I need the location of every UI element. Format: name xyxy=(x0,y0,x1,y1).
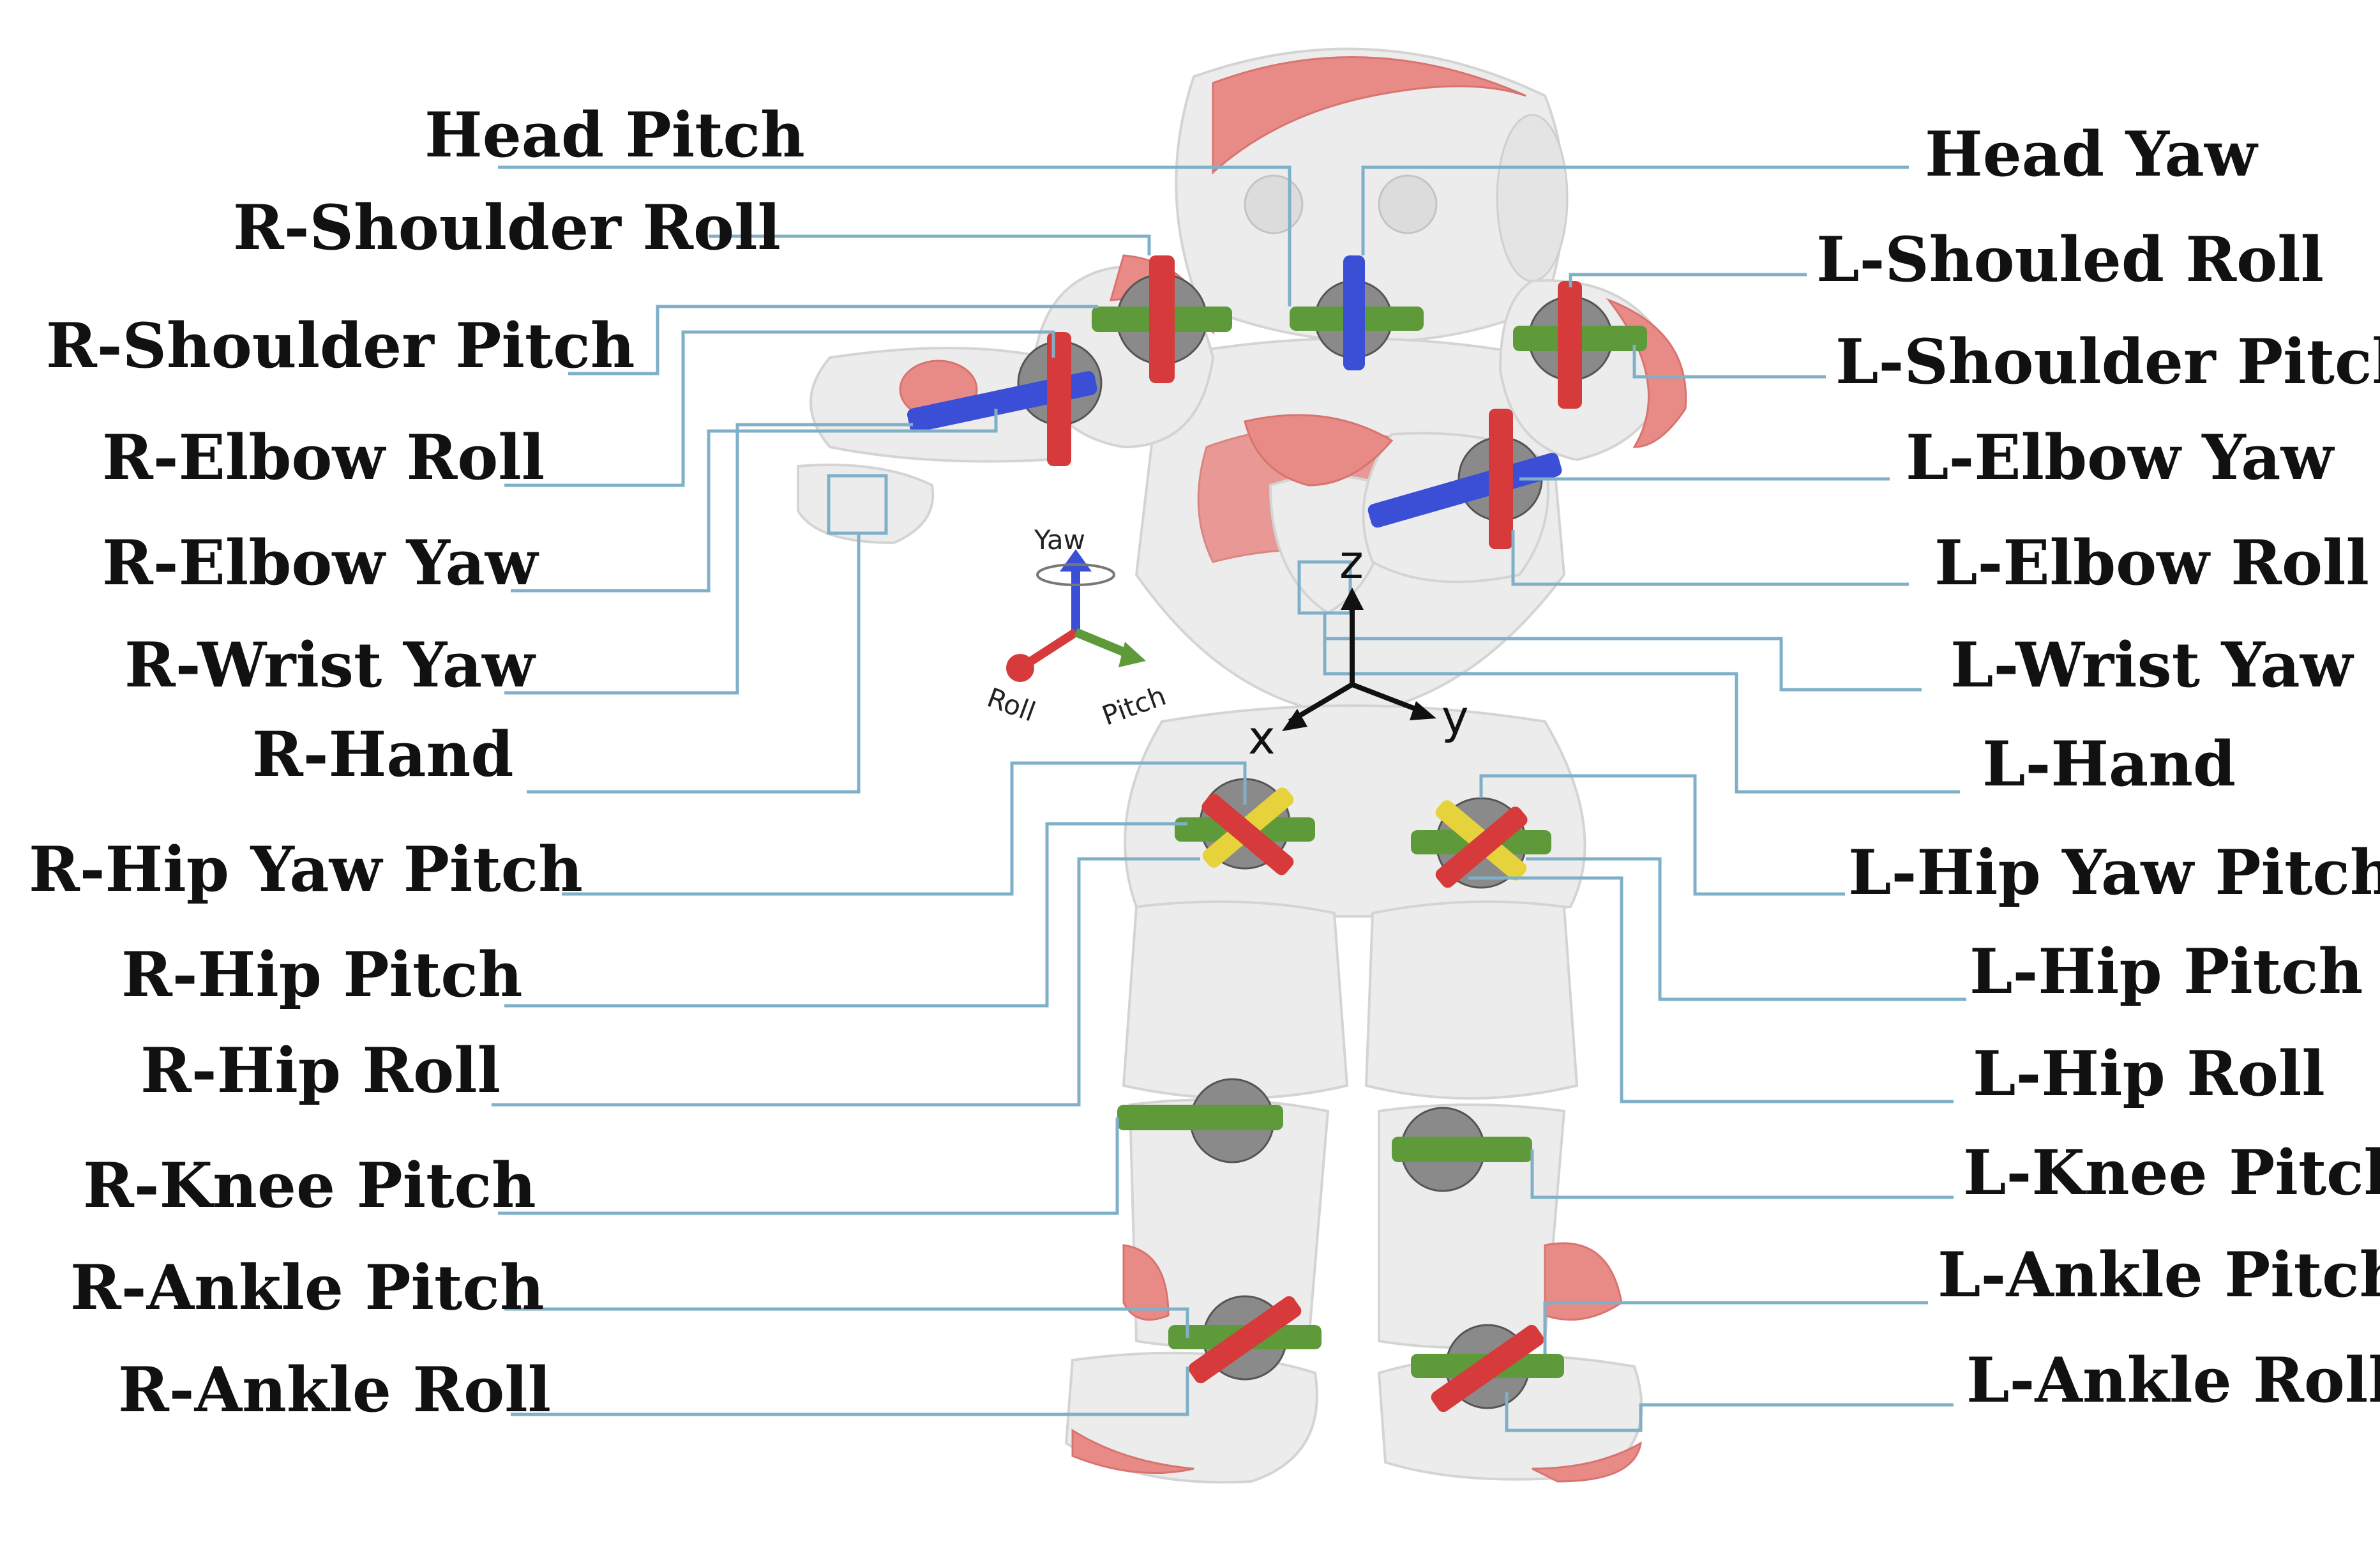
label-r-elbow-roll: R-Elbow Roll xyxy=(102,421,545,494)
label-l-shoulder-roll: L-Shouled Roll xyxy=(1816,223,2324,296)
label-head-yaw: Head Yaw xyxy=(1925,118,2259,190)
legend-yaw-label: Yaw xyxy=(1034,524,1085,556)
head-yaw-axis xyxy=(1343,255,1365,370)
l-hip-roll-axis xyxy=(1435,807,1528,888)
label-l-hip-roll: L-Hip Roll xyxy=(1973,1038,2325,1110)
l-elbow-yaw-axis xyxy=(1367,453,1562,528)
label-l-ankle-pitch: L-Ankle Pitch xyxy=(1938,1239,2380,1311)
label-l-knee-pitch: L-Knee Pitch xyxy=(1963,1137,2380,1209)
r-knee-pitch-axis xyxy=(1117,1105,1283,1130)
l-shoulder-roll-axis xyxy=(1558,281,1582,409)
r-shoulder-roll-axis xyxy=(1149,255,1175,383)
label-head-pitch: Head Pitch xyxy=(425,99,805,171)
right-joint-labels: Head Yaw L-Shouled Roll L-Shoulder Pitch… xyxy=(1816,118,2380,1416)
label-r-ankle-roll: R-Ankle Roll xyxy=(118,1354,551,1426)
label-r-shoulder-pitch: R-Shoulder Pitch xyxy=(46,310,635,382)
l-ankle-roll-axis xyxy=(1431,1324,1544,1413)
label-l-elbow-roll: L-Elbow Roll xyxy=(1934,527,2369,599)
label-l-ankle-roll: L-Ankle Roll xyxy=(1966,1344,2380,1416)
label-r-wrist-yaw: R-Wrist Yaw xyxy=(124,629,536,701)
frame-z-label: z xyxy=(1339,535,1364,589)
frame-x-label: x xyxy=(1248,711,1276,764)
r-elbow-roll-axis xyxy=(1047,332,1071,466)
coordinate-frame: z x y xyxy=(1248,535,1469,764)
label-r-hand: R-Hand xyxy=(252,718,513,791)
label-l-hand: L-Hand xyxy=(1982,728,2236,800)
legend-roll-label: Roll xyxy=(983,681,1039,727)
joint-actuators xyxy=(907,255,1647,1413)
label-r-knee-pitch: R-Knee Pitch xyxy=(83,1149,536,1222)
legend-pitch-arrow xyxy=(1074,628,1132,659)
label-r-hip-pitch: R-Hip Pitch xyxy=(121,939,523,1011)
label-r-hip-yaw-pitch: R-Hip Yaw Pitch xyxy=(29,833,583,905)
label-l-elbow-yaw: L-Elbow Yaw xyxy=(1906,421,2335,494)
leader-lines xyxy=(492,165,1966,1432)
l-elbow-roll-axis xyxy=(1489,409,1513,549)
frame-y-label: y xyxy=(1442,690,1469,744)
label-l-shoulder-pitch: L-Shoulder Pitch xyxy=(1835,326,2380,398)
label-l-hip-yaw-pitch: L-Hip Yaw Pitch xyxy=(1848,837,2380,909)
label-r-shoulder-roll: R-Shoulder Roll xyxy=(233,192,781,264)
left-joint-labels: Head Pitch R-Shoulder Roll R-Shoulder Pi… xyxy=(29,99,805,1426)
r-hip-roll-axis xyxy=(1201,794,1294,875)
label-l-hip-pitch: L-Hip Pitch xyxy=(1970,936,2363,1008)
label-l-wrist-yaw: L-Wrist Yaw xyxy=(1950,629,2354,701)
l-knee-pitch-axis xyxy=(1392,1137,1532,1162)
label-r-hip-roll: R-Hip Roll xyxy=(140,1034,501,1107)
r-ankle-roll-axis xyxy=(1188,1296,1302,1384)
label-r-ankle-pitch: R-Ankle Pitch xyxy=(70,1252,545,1324)
robot-body xyxy=(797,47,1687,1484)
label-r-elbow-yaw: R-Elbow Yaw xyxy=(102,527,539,599)
